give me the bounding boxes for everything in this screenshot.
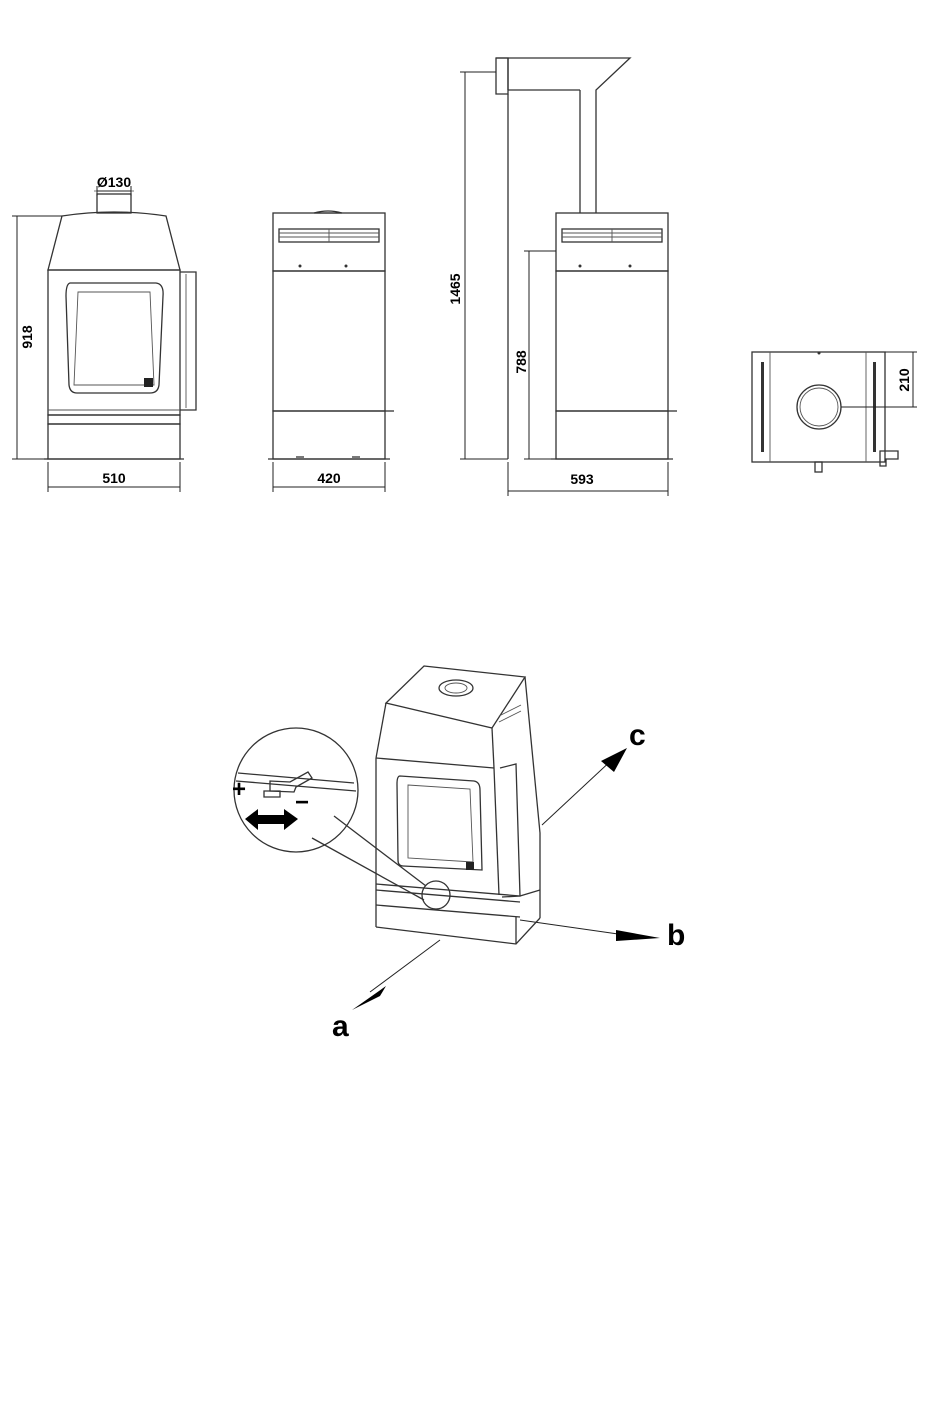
top-view: 210 [752, 352, 917, 473]
axis-label-c: c [629, 719, 646, 752]
dimension-total-height: 1465 [447, 273, 463, 304]
dimension-front-width: 510 [102, 470, 126, 486]
dimension-outlet-height: 788 [513, 350, 529, 374]
detail-plus-label: + [232, 776, 246, 803]
axis-label-a: a [332, 1010, 349, 1043]
dimension-side-depth: 420 [317, 470, 341, 486]
arrow-icon [616, 930, 660, 941]
arrow-icon [352, 986, 386, 1010]
isometric-view: b c a + [232, 666, 685, 1043]
double-arrow-icon [245, 809, 298, 830]
dimension-front-height: 918 [19, 325, 35, 349]
axis-label-b: b [667, 919, 685, 952]
side-view: 420 [268, 211, 394, 492]
side-view-with-flue: 1465 788 593 [447, 58, 677, 496]
dimension-top-offset: 210 [896, 368, 912, 392]
dimension-flue-depth: 593 [570, 471, 594, 487]
detail-minus-label: − [295, 789, 309, 816]
front-view: Ø130 918 510 [12, 174, 196, 492]
dimension-flue-diameter: Ø130 [97, 174, 131, 190]
arrow-icon [601, 748, 627, 772]
